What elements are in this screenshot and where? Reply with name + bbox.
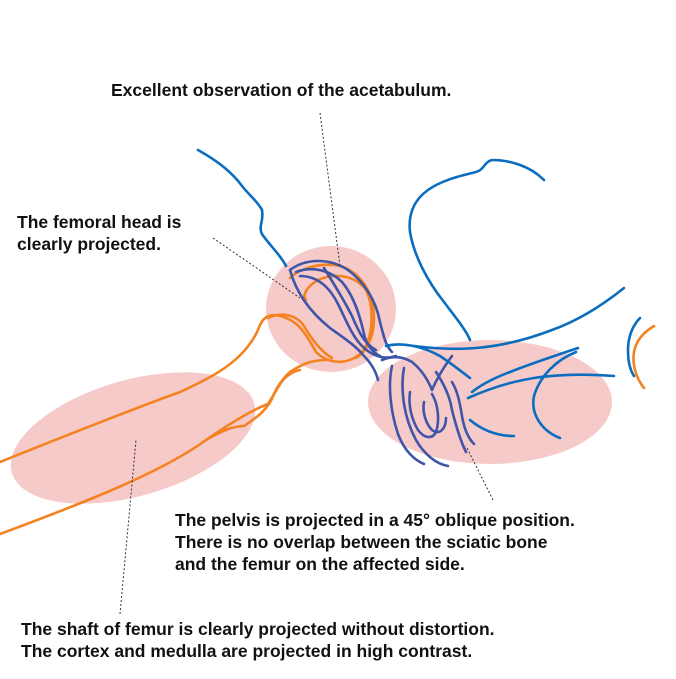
leader-lines — [119, 112, 494, 615]
femoral-head-caption-line-2: clearly projected. — [17, 234, 161, 254]
acetabulum-fossa-line — [298, 274, 398, 359]
obturator-inner — [422, 400, 448, 434]
iliac-wing-right — [408, 158, 546, 342]
femoral-head-caption-line-1: The femoral head is — [17, 212, 182, 232]
ilio-pectineal-line — [470, 346, 580, 394]
acetabulum-anterior-wall — [322, 266, 378, 352]
femur-shaft-caption: The shaft of femur is clearly projected … — [21, 618, 495, 662]
ischial-tuberosity-left — [388, 364, 426, 466]
femur-shaft-caption-line-2: The cortex and medulla are projected in … — [21, 641, 473, 661]
pelvis-caption: The pelvis is projected in a 45° oblique… — [175, 509, 575, 575]
pelvis-outline — [196, 148, 642, 440]
acetabulum-caption-line-1: Excellent observation of the acetabulum. — [111, 80, 452, 100]
pubic-symphysis-edge — [626, 316, 642, 378]
highlight-zones — [10, 246, 612, 504]
femur-shaft-upper-edge — [0, 274, 373, 464]
pubic-body — [466, 373, 616, 400]
femur-shaft-highlight — [10, 372, 256, 504]
obturator-rim — [408, 390, 440, 439]
femur-shaft-lower-edge — [0, 358, 328, 536]
pelvis-caption-line-3: and the femur on the affected side. — [175, 554, 465, 574]
acetabulum-posterior-wall — [288, 268, 380, 382]
femur-outline — [0, 263, 656, 536]
ischial-tuberosity-right — [401, 366, 450, 468]
lesser-trochanter-contour — [204, 368, 302, 442]
obturator-foramen-right — [532, 350, 578, 440]
acetabulum-caption: Excellent observation of the acetabulum. — [111, 79, 451, 101]
iliac-crest-left — [196, 148, 288, 268]
femur-shaft-leader — [119, 439, 137, 615]
femur-neck-inner — [266, 313, 334, 360]
hip-joint-outline — [288, 259, 476, 468]
femoral-head-caption: The femoral head is clearly projected. — [17, 211, 181, 255]
acetabulum-rim-outer — [288, 259, 394, 354]
ischium-upper-contour — [380, 354, 454, 392]
pelvic-brim — [412, 286, 626, 351]
ischiopubic-ramus — [468, 418, 516, 438]
pelvis-caption-line-2: There is no overlap between the sciatic … — [175, 532, 548, 552]
acetabulum-leader — [319, 112, 341, 267]
sacral-ala — [384, 343, 472, 380]
pubic-rami — [434, 370, 468, 454]
femur-shaft-caption-line-1: The shaft of femur is clearly projected … — [21, 619, 495, 639]
femoral-head-leader — [212, 237, 301, 299]
pelvis-caption-line-1: The pelvis is projected in a 45° oblique… — [175, 510, 575, 530]
pubic-rami-inner — [450, 380, 476, 446]
pelvis-right-rim-orange — [632, 324, 656, 390]
